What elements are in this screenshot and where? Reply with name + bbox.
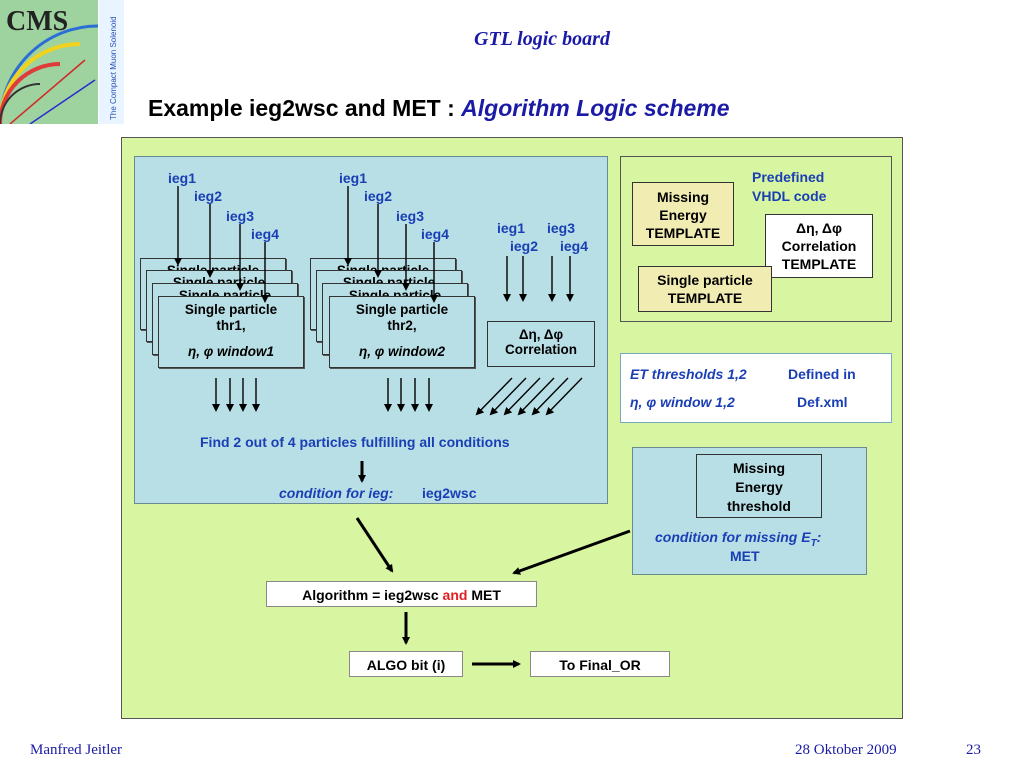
- slide-title-main: Example ieg2wsc and MET :: [148, 95, 462, 121]
- corr-input-ieg3: ieg3: [547, 220, 576, 236]
- g2-single-particle-card: Single particle thr2, η, φ window2: [329, 296, 475, 368]
- find-condition-text: Find 2 out of 4 particles fulfilling all…: [200, 434, 510, 450]
- predefined-title-2: VHDL code: [752, 188, 827, 204]
- predefined-title-1: Predefined: [752, 169, 825, 185]
- condition-ieg-label: condition for ieg:: [279, 485, 394, 501]
- g2-input-ieg4: ieg4: [421, 226, 450, 242]
- algorithm-box: Algorithm = ieg2wsc and MET: [266, 581, 537, 607]
- footer-date: 28 Oktober 2009: [795, 742, 897, 758]
- missing-energy-template: Missing Energy TEMPLATE: [632, 182, 734, 246]
- g2-input-ieg3: ieg3: [396, 208, 425, 224]
- thresholds-row2-right: Def.xml: [797, 394, 848, 410]
- condition-ieg-name: ieg2wsc: [422, 485, 477, 501]
- missing-energy-threshold-box: Missing Energy threshold: [696, 454, 822, 518]
- svg-text:The Compact Muon Solenoid: The Compact Muon Solenoid: [109, 16, 118, 120]
- thresholds-row1-left: ET thresholds 1,2: [630, 366, 747, 382]
- thresholds-row2-left: η, φ window 1,2: [630, 394, 735, 410]
- algo-bit-box: ALGO bit (i): [349, 651, 463, 677]
- slide-title: Example ieg2wsc and MET : Algorithm Logi…: [148, 95, 730, 122]
- met-condition-label: condition for missing ET:: [655, 529, 822, 549]
- header-title: GTL logic board: [474, 28, 610, 50]
- thresholds-box: [620, 353, 892, 423]
- met-condition-name: MET: [730, 548, 760, 564]
- g1-input-ieg1: ieg1: [168, 170, 197, 186]
- slide-title-accent: Algorithm Logic scheme: [461, 95, 730, 121]
- g2-input-ieg2: ieg2: [364, 188, 393, 204]
- predefined-box: [620, 156, 892, 322]
- thresholds-row1-right: Defined in: [788, 366, 856, 382]
- footer-page-number: 23: [966, 742, 981, 758]
- correlation-box: Δη, Δφ Correlation: [487, 321, 595, 367]
- g1-input-ieg3: ieg3: [226, 208, 255, 224]
- g1-input-ieg2: ieg2: [194, 188, 223, 204]
- corr-input-ieg2: ieg2: [510, 238, 539, 254]
- g2-input-ieg1: ieg1: [339, 170, 368, 186]
- correlation-template: Δη, Δφ Correlation TEMPLATE: [765, 214, 873, 278]
- g1-single-particle-card: Single particle thr1, η, φ window1: [158, 296, 304, 368]
- corr-input-ieg4: ieg4: [560, 238, 589, 254]
- final-or-box: To Final_OR: [530, 651, 670, 677]
- footer-author: Manfred Jeitler: [30, 742, 123, 758]
- svg-text:CMS: CMS: [6, 6, 68, 37]
- corr-input-ieg1: ieg1: [497, 220, 526, 236]
- g1-input-ieg4: ieg4: [251, 226, 280, 242]
- cms-logo: CMS The Compact Muon Solenoid: [0, 0, 124, 125]
- single-particle-template: Single particle TEMPLATE: [638, 266, 772, 312]
